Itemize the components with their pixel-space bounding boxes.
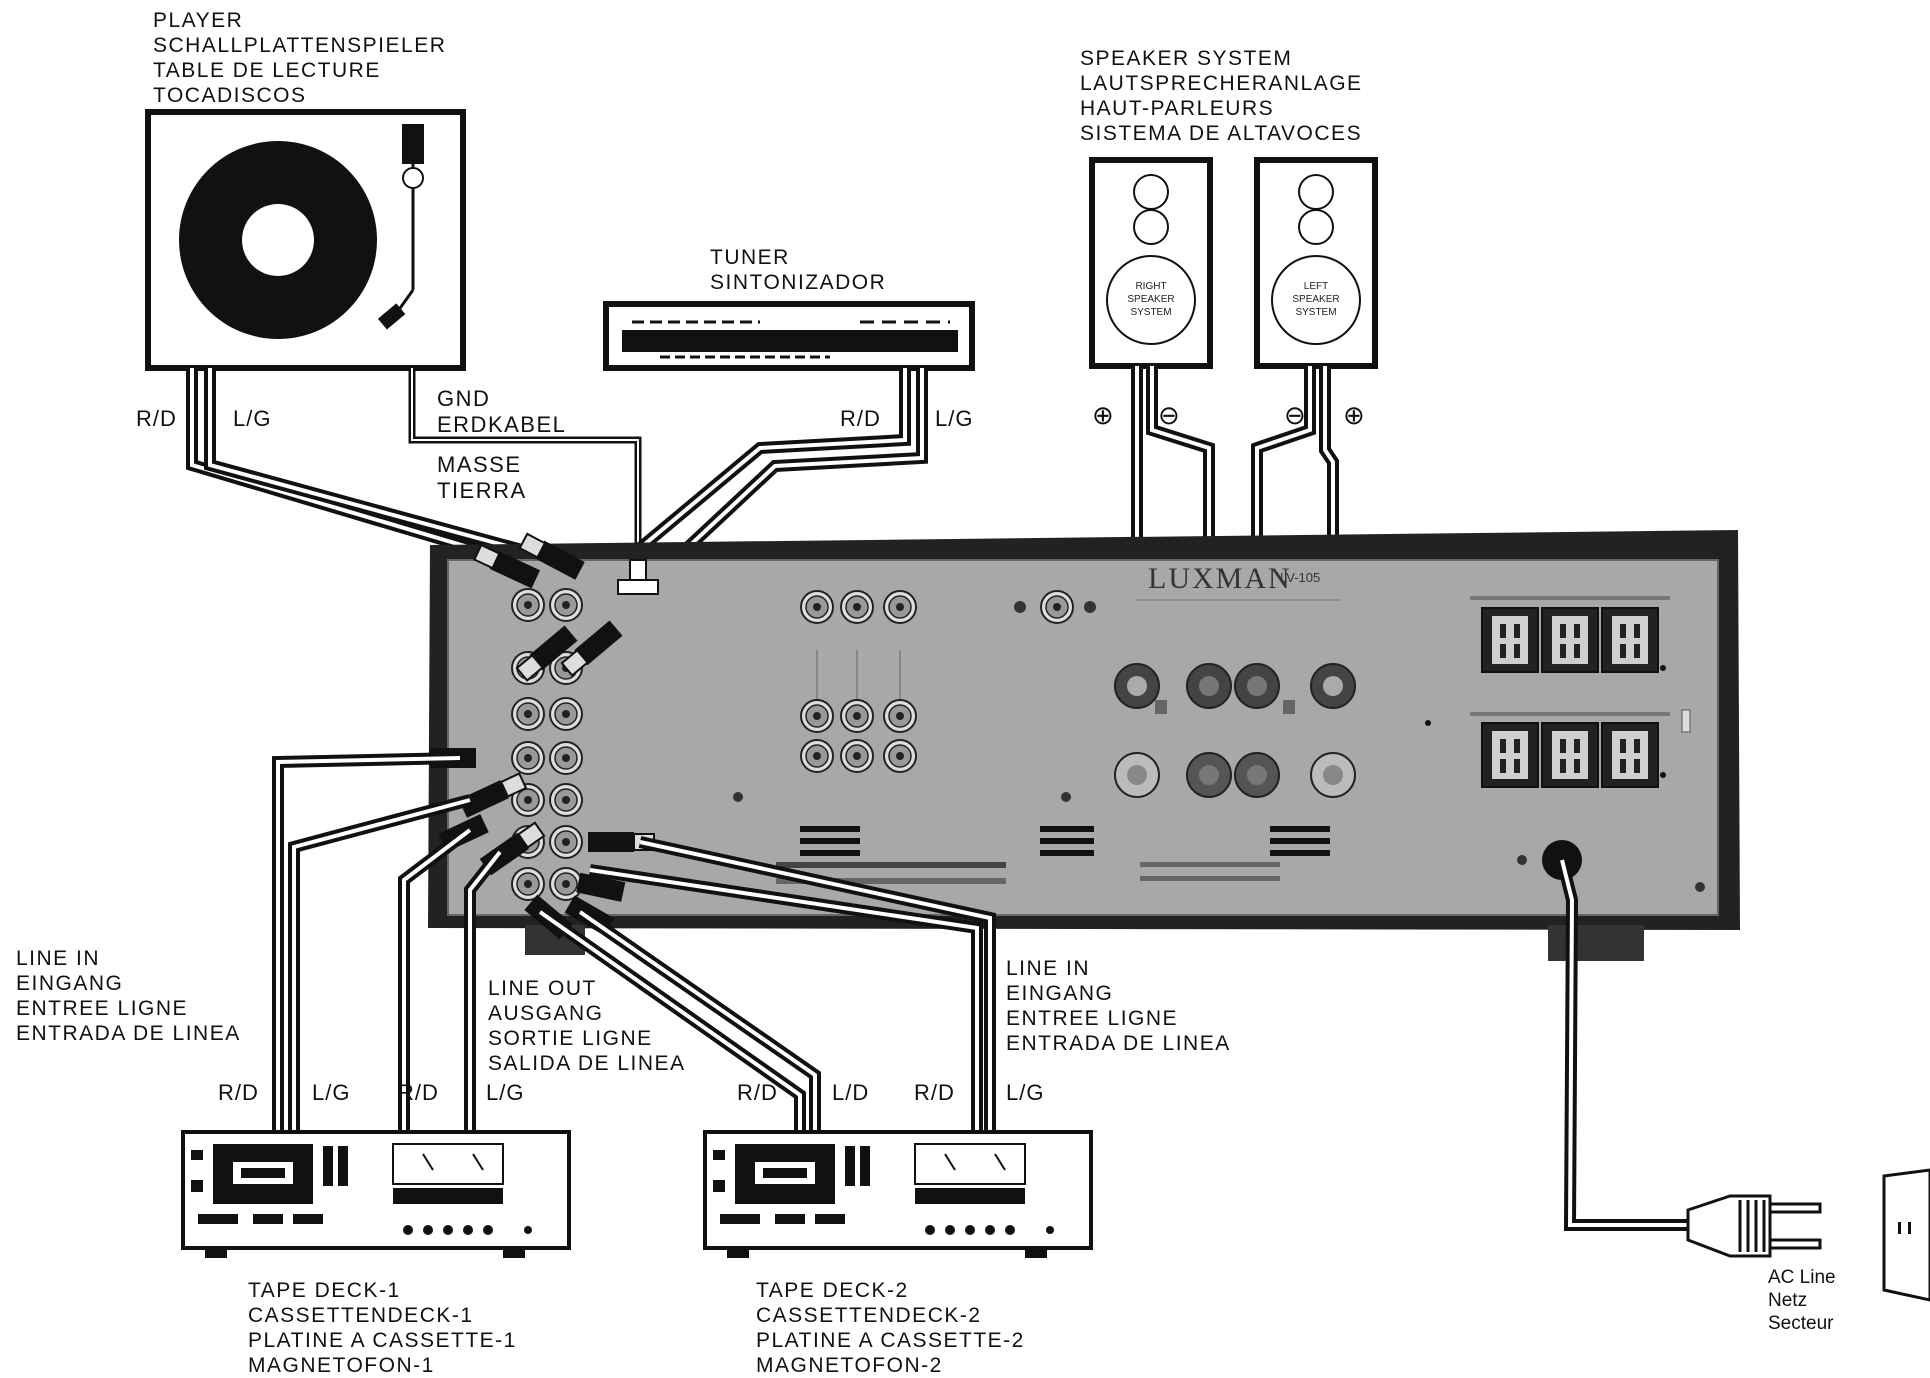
tape-deck-1-name-label: TAPE DECK-1 CASSETTENDECK-1 PLATINE A CA… <box>248 1279 517 1377</box>
tape-deck-2-cables <box>536 836 996 1140</box>
player-cables <box>186 368 642 565</box>
left-speaker <box>1254 157 1378 369</box>
tape-deck-2-name-label: TAPE DECK-2 CASSETTENDECK-2 PLATINE A CA… <box>756 1279 1025 1377</box>
turntable <box>145 109 466 371</box>
ac-outlets <box>1425 596 1691 788</box>
tape-deck-2-unit <box>703 1130 1093 1258</box>
tape-deck-1-cables <box>272 752 505 1140</box>
ac-plug <box>1686 1194 1822 1258</box>
right-speaker-box-label: RIGHT SPEAKER SYSTEM <box>1127 281 1175 318</box>
brand-name: LUXMAN <box>1148 562 1292 595</box>
tuner-unit <box>603 301 975 371</box>
tape-deck-1-unit <box>181 1130 571 1258</box>
warning-text-lines <box>776 862 1280 884</box>
right-speaker-plus: ⊕ <box>1092 400 1115 430</box>
left-speaker-minus: ⊖ <box>1284 400 1307 430</box>
tuner-label: TUNER SINTONIZADOR <box>710 246 887 294</box>
ground-spade <box>617 559 659 595</box>
tape-deck-2-cable-label: R/D <box>914 1080 955 1105</box>
tape-deck-2-line-in-label: LINE IN EINGANG ENTREE LIGNE ENTRADA DE … <box>1006 957 1231 1055</box>
ac-line-label: AC Line Netz Secteur <box>1768 1267 1836 1334</box>
right-speaker-minus: ⊖ <box>1158 400 1181 430</box>
tuner-left-label: L/G <box>935 406 974 431</box>
speaker-system-label: SPEAKER SYSTEM LAUTSPRECHERANLAGE HAUT-P… <box>1080 47 1363 145</box>
panel-switches <box>800 826 1330 856</box>
left-speaker-box-label: LEFT SPEAKER SYSTEM <box>1292 281 1340 318</box>
tape-deck-1-line-out-label: LINE OUT AUSGANG SORTIE LIGNE SALIDA DE … <box>488 977 686 1075</box>
speaker-terminals <box>1114 663 1356 798</box>
model-number: LV-105 <box>1280 570 1320 585</box>
ground-label-bottom: MASSE TIERRA <box>437 452 527 503</box>
ground-label-top: GND ERDKABEL <box>437 386 567 437</box>
panel-screws <box>733 792 1705 892</box>
tape-deck-1-cable-label: R/D <box>398 1080 439 1105</box>
amplifier-rear-panel: LUXMAN LV-105 <box>428 530 1740 961</box>
tape-deck-2-cable-label: L/G <box>1006 1080 1045 1105</box>
player-label: PLAYER SCHALLPLATTENSPIELER TABLE DE LEC… <box>153 9 447 107</box>
tape-deck-1-cable-label: L/G <box>312 1080 351 1105</box>
tape-deck-2-cable-label: R/D <box>737 1080 778 1105</box>
pre-main-jacks <box>800 590 1096 773</box>
power-cord <box>1556 858 1688 1231</box>
player-left-label: L/G <box>233 406 272 431</box>
tape-deck-1-cable-label: R/D <box>218 1080 259 1105</box>
player-right-label: R/D <box>136 406 177 431</box>
right-speaker <box>1089 157 1213 369</box>
tape-deck-1-line-in-label: LINE IN EINGANG ENTREE LIGNE ENTRADA DE … <box>16 947 241 1045</box>
left-speaker-plus: ⊕ <box>1343 400 1366 430</box>
tape-deck-1-cable-label: L/G <box>486 1080 525 1105</box>
tonearm-weight <box>402 124 424 164</box>
tuner-right-label: R/D <box>840 406 881 431</box>
wall-outlet <box>1882 1168 1930 1302</box>
tape-deck-2-cable-label: L/D <box>832 1080 870 1105</box>
